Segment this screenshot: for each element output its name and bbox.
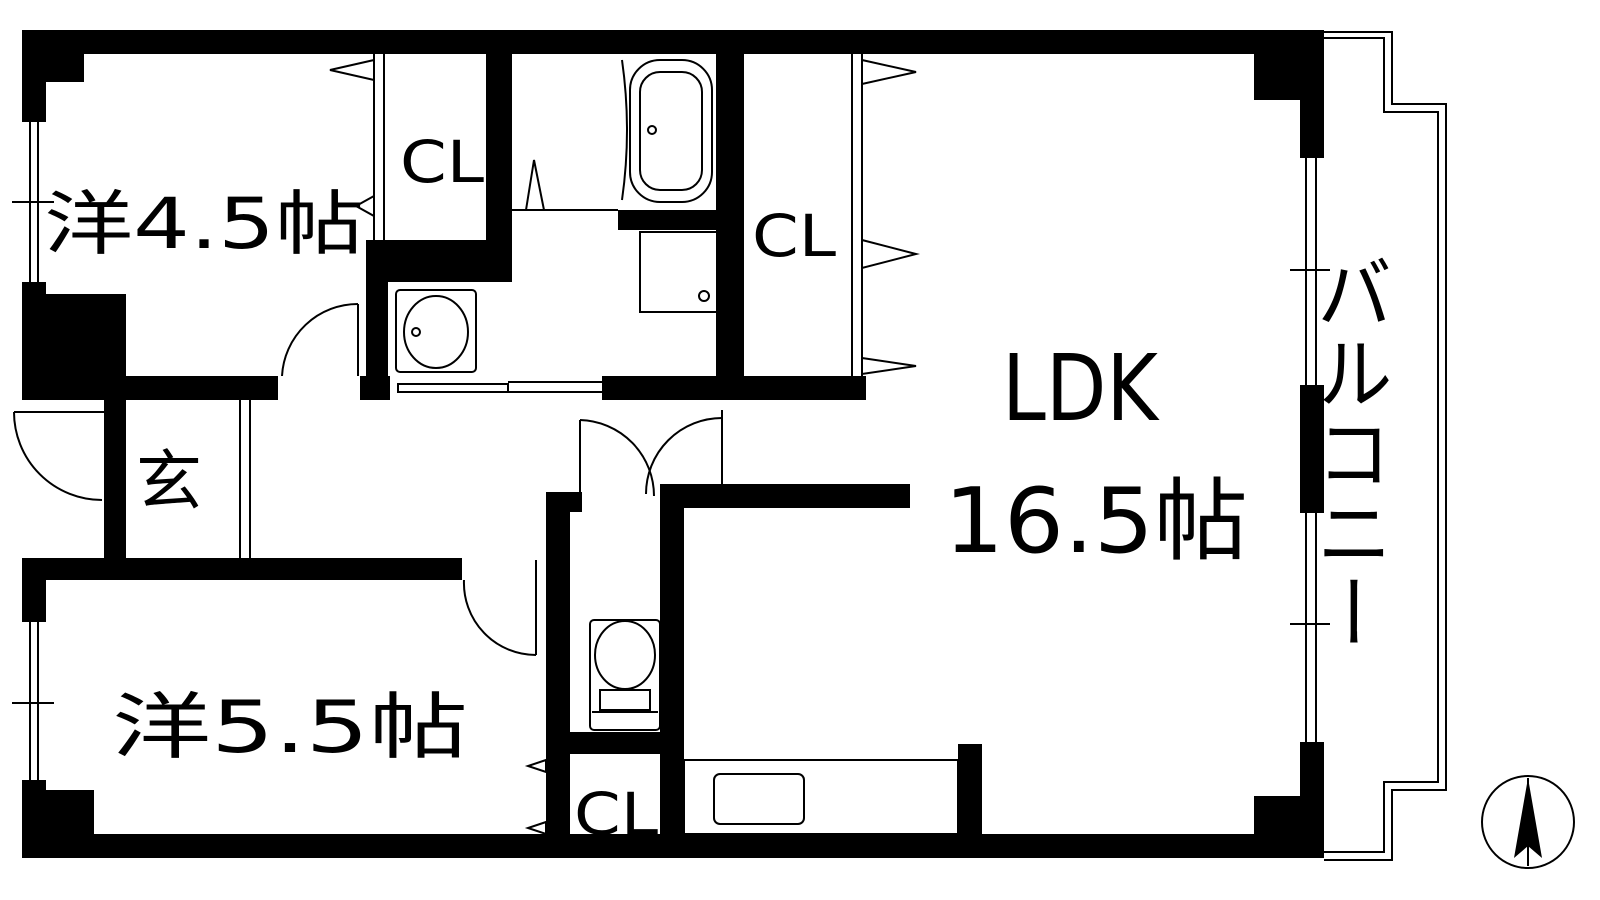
- closet-label-1: CL: [400, 128, 484, 196]
- balcony-outline: [1324, 31, 1447, 861]
- kitchen-counter: [683, 759, 959, 835]
- closet-details: [329, 54, 920, 836]
- room-label-entrance: 玄: [136, 443, 202, 520]
- closet-label-3: CL: [574, 780, 658, 848]
- washer-pan-icon: [639, 231, 719, 313]
- door-swings: [13, 302, 723, 657]
- closet-label-2: CL: [752, 202, 836, 270]
- walls: [22, 30, 1324, 858]
- fixtures: [395, 59, 959, 835]
- room-label-western-a: 洋4.5帖: [44, 183, 364, 265]
- north-arrow-icon: [1481, 775, 1575, 869]
- bathtub-icon: [629, 59, 713, 203]
- washbasin-icon: [395, 289, 477, 373]
- balcony-label: バルコニー: [1304, 252, 1393, 652]
- room-label-western-b: 洋5.5帖: [112, 685, 468, 769]
- room-label-ldk: LDK: [1002, 335, 1160, 442]
- room-label-ldk-size: 16.5帖: [944, 469, 1248, 574]
- sink-icon: [713, 773, 805, 825]
- windows: [12, 122, 1330, 780]
